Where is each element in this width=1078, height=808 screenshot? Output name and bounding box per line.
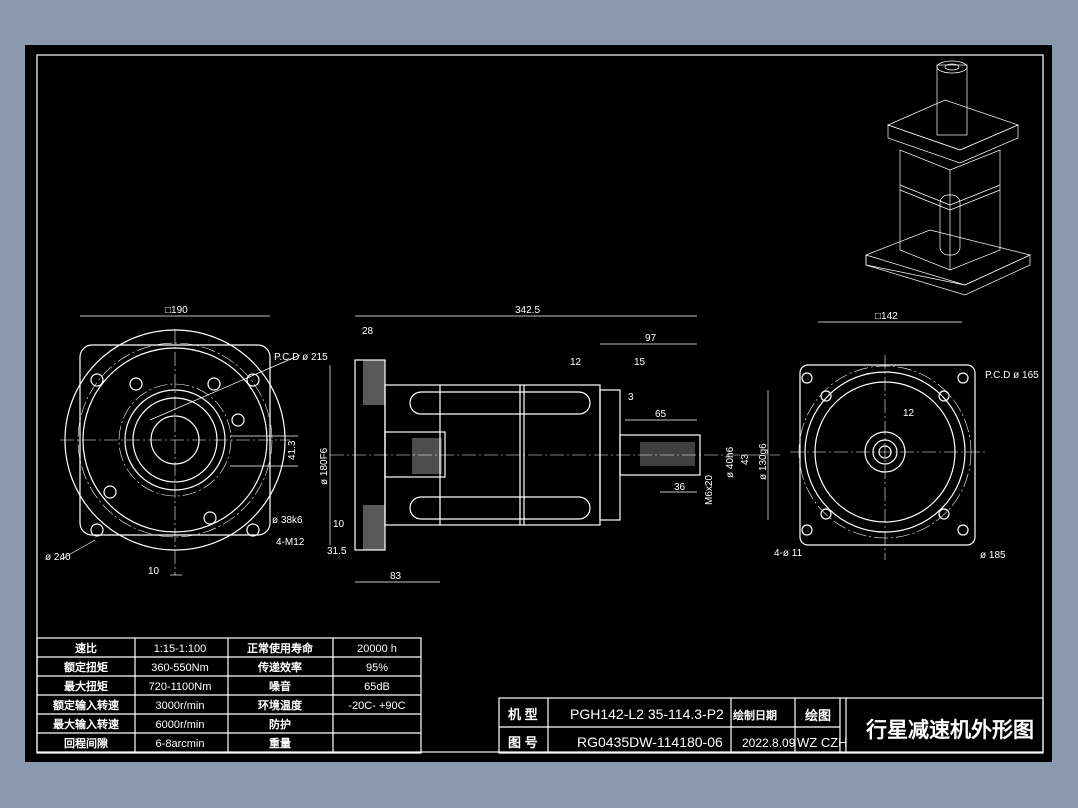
spec-value: 6-8arcmin [156,738,205,750]
dim-left-outer: ø 240 [45,552,71,563]
dim-3: 3 [628,392,634,403]
spec-label: 传递效率 [257,660,302,674]
spec-value: 95% [366,662,388,674]
spec-value: 6000r/min [156,719,205,731]
drawing-no-label: 图 号 [508,735,538,750]
spec-label: 额定扭矩 [64,660,108,674]
dim-flange: 28 [362,326,374,337]
dim-bolts: 4-M12 [276,537,305,548]
title-block: 机 型 PGH142-L2 35-114.3-P2 图 号 RG0435DW-1… [498,697,1044,754]
dim-65: 65 [655,409,667,420]
date-label: 绘制日期 [733,708,777,722]
drawing-no-value: RG0435DW-114180-06 [577,734,723,750]
model-value: PGH142-L2 35-114.3-P2 [570,706,724,722]
dim-right-pcd: P.C.D ø 165 [985,370,1039,381]
dim-key-width: 10 [148,566,160,577]
dim-left-pcd: P.C.D ø 215 [274,352,328,363]
drawer-label: 绘图 [805,708,831,723]
dim-length: 342.5 [515,305,540,316]
drawing-sheet: □190 P.C.D ø 215 41.3 ø 240 ø 38k6 4-M12… [25,45,1052,762]
spec-label: 额定输入转速 [53,698,119,712]
spec-label: 正常使用寿命 [247,641,314,655]
dim-right-outer: ø 185 [980,550,1006,561]
spec-label: 速比 [75,641,97,655]
spec-label: 防护 [269,717,291,731]
dim-thread: M6x20 [704,475,715,505]
dim-bore: ø 38k6 [272,515,303,526]
isometric-view [865,60,1032,296]
dim-motor-pilot: ø 180F6 [319,447,330,485]
spec-value: 720-1100Nm [149,681,212,693]
spec-label: 最大扭矩 [64,679,108,693]
drawing-title: 行星减速机外形图 [865,718,1034,742]
dim-pilot: ø 130g6 [758,443,769,480]
spec-value: 1:15-1:100 [154,643,207,655]
spec-label: 回程间隙 [64,736,108,750]
dim-right-square: □142 [875,311,898,322]
spec-value: 20000 h [357,643,397,655]
cad-drawing: □190 P.C.D ø 215 41.3 ø 240 ø 38k6 4-M12… [36,54,1044,754]
dim-36: 36 [674,482,686,493]
side-view: 342.5 28 97 12 15 3 65 36 M6x20 ø 40h6 4… [319,305,780,583]
left-view: □190 P.C.D ø 215 41.3 ø 240 ø 38k6 4-M12… [45,305,328,577]
model-label: 机 型 [508,707,538,722]
dim-15: 15 [634,357,646,368]
dim-right-holes: 4-ø 11 [774,548,803,559]
dim-10: 10 [333,519,345,530]
spec-value: 65dB [364,681,390,693]
dim-shaft-len: 97 [645,333,657,344]
dim-43: 43 [740,453,751,465]
spec-table: 速比 1:15-1:100 正常使用寿命 20000 h 额定扭矩 360-55… [36,637,422,754]
right-view: □142 P.C.D ø 165 12 4-ø 11 ø 185 [774,311,1039,561]
spec-label: 重量 [269,736,291,750]
dim-left-square: □190 [165,305,188,316]
spec-value: 360-550Nm [151,662,208,674]
dim-key-height: 41.3 [287,440,298,460]
spec-value: -20C- +90C [348,700,405,712]
dim-12: 12 [570,357,582,368]
inner-border [36,54,1044,753]
drawer-value: WZ CZH [797,735,848,750]
date-value: 2022.8.09 [742,736,796,750]
spec-label: 噪音 [269,679,291,693]
spec-value: 3000r/min [156,700,205,712]
spec-label: 最大输入转速 [53,717,119,731]
dim-31-5: 31.5 [327,546,347,557]
dim-right-key: 12 [903,408,915,419]
spec-label: 环境温度 [258,698,303,712]
dim-83: 83 [390,571,402,582]
dim-shaft-dia: ø 40h6 [725,446,736,478]
